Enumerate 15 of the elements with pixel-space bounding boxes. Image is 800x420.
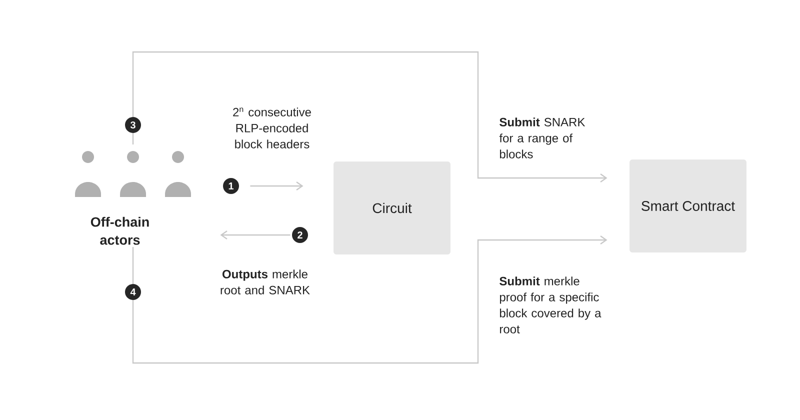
callout-number: 4 <box>125 284 142 300</box>
actor-label: Off-chain actors <box>90 216 149 245</box>
process-box: Smart Contract <box>630 160 746 252</box>
arrow <box>132 235 608 364</box>
edge-label: Outputs merkle root and SNARK <box>220 270 310 294</box>
callout-number: 2 <box>292 227 308 243</box>
arrow <box>132 51 608 182</box>
callout-number: 1 <box>223 178 239 194</box>
edge-label: Submit merkle proof for a specific block covered by a root <box>500 276 602 334</box>
arrow <box>250 181 304 190</box>
edge-label: Submit SNARK for a range of blocks <box>499 118 586 158</box>
arrow <box>220 230 290 240</box>
edge-label: 2$^{n}$ consecutive RLP-encoded block headers <box>233 108 311 148</box>
callout-number: 3 <box>125 117 142 133</box>
process-box: Circuit <box>334 162 450 254</box>
